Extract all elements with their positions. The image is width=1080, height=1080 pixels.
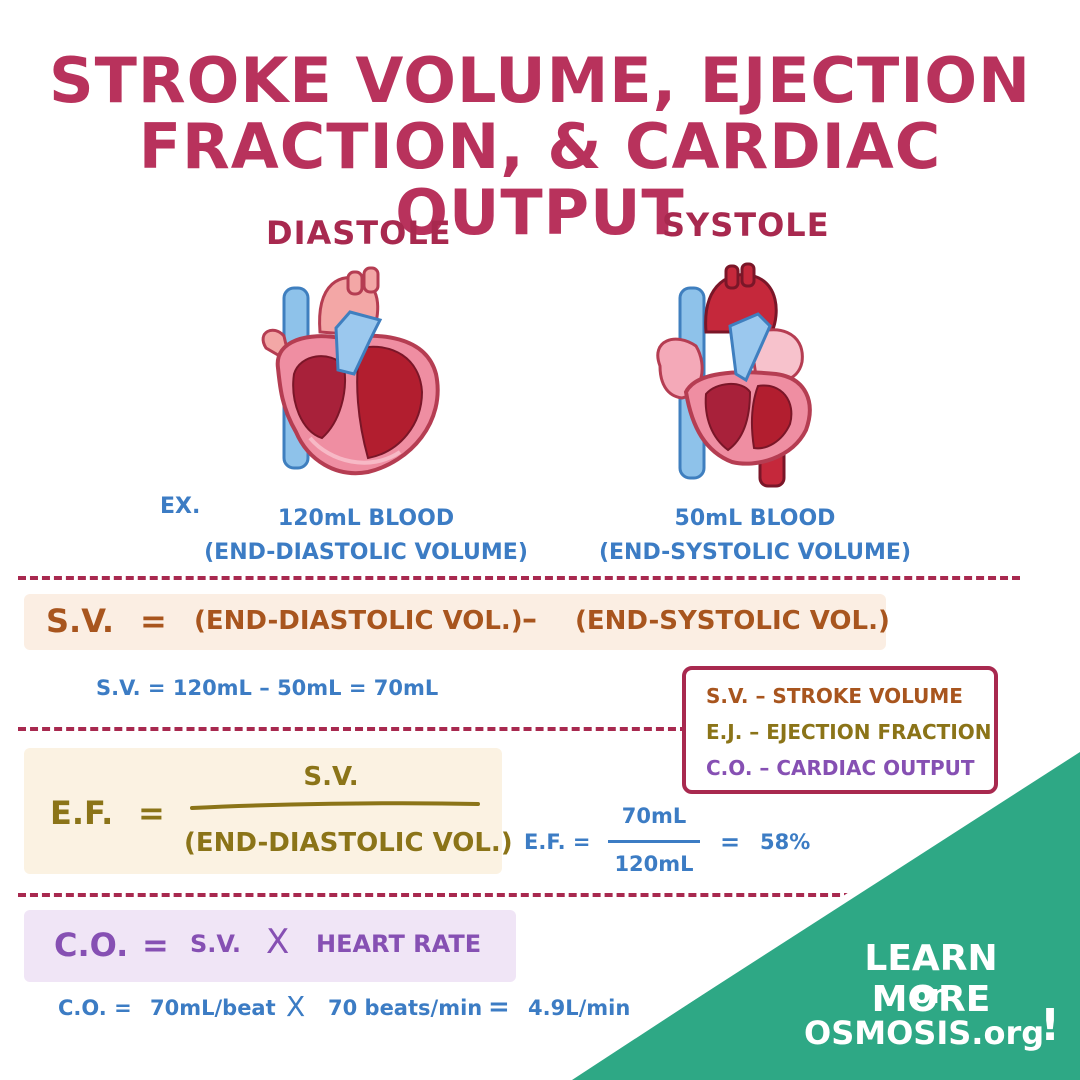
co-example-equals: = [488, 992, 510, 1022]
page-title-line-2: FRACTION, & CARDIAC OUTPUT [138, 110, 942, 249]
diastole-label: DIASTOLE [266, 214, 452, 252]
co-multiply: X [266, 922, 290, 962]
ef-numerator: S.V. [303, 762, 359, 792]
co-example-result: 4.9L/min [528, 996, 631, 1020]
sv-term-end-diastolic: (END-DIASTOLIC VOL.) [194, 606, 523, 636]
page-title-line-1: STROKE VOLUME, EJECTION [48, 44, 1032, 117]
diastole-volume: 120mL BLOOD [277, 506, 455, 531]
section-divider [18, 893, 864, 897]
co-lhs: C.O. [54, 926, 129, 964]
ef-lhs: E.F. [50, 794, 114, 832]
osmosis-brand-link[interactable]: OSMOSIS.org [804, 1014, 1045, 1052]
section-divider [18, 727, 688, 731]
ef-example-denominator: 120mL [614, 852, 694, 876]
cta-learn-more[interactable]: LEARN MORE [864, 938, 998, 1020]
co-example-b: 70 beats/min [328, 996, 483, 1020]
diastole-heart-illustration [261, 266, 440, 476]
ef-example-equals: = [720, 828, 741, 856]
section-divider [18, 576, 1020, 580]
ejection-fraction-formula-box [24, 748, 502, 874]
ef-fraction-bar [190, 801, 480, 810]
legend-ef: E.J. – EJECTION FRACTION [706, 720, 992, 744]
ef-example-lhs: E.F. = [524, 830, 591, 854]
legend-co: C.O. – CARDIAC OUTPUT [706, 756, 975, 780]
sv-minus: – [522, 602, 537, 637]
ef-example-result: 58% [760, 830, 811, 854]
diastole-volume-name: (END-DIASTOLIC VOLUME) [204, 540, 528, 565]
sv-example: S.V. = 120mL – 50mL = 70mL [96, 676, 439, 700]
systole-heart-illustration [656, 262, 812, 488]
cta-on: on [912, 980, 950, 1010]
ef-equals: = [138, 794, 165, 832]
co-example-multiply: X [286, 990, 306, 1023]
systole-label: SYSTOLE [662, 206, 830, 244]
systole-volume: 50mL BLOOD [674, 506, 836, 531]
sv-equals: = [140, 602, 167, 640]
stroke-volume-formula-box [24, 594, 886, 650]
cardiac-output-formula-box [24, 910, 516, 982]
co-example-a: 70mL/beat [150, 996, 276, 1020]
co-term-heart-rate: HEART RATE [316, 930, 482, 958]
example-label: EX. [160, 494, 201, 519]
co-equals: = [142, 926, 169, 964]
sv-lhs: S.V. [46, 602, 114, 640]
ef-example-numerator: 70mL [621, 804, 687, 828]
systole-volume-name: (END-SYSTOLIC VOLUME) [598, 540, 912, 565]
sv-term-end-systolic: (END-SYSTOLIC VOL.) [575, 606, 890, 636]
legend-sv: S.V. – STROKE VOLUME [706, 684, 963, 708]
ef-example-fraction-bar [608, 840, 700, 843]
co-example-lhs: C.O. = [58, 996, 132, 1020]
co-term-sv: S.V. [190, 930, 241, 958]
ef-denominator: (END-DIASTOLIC VOL.) [184, 828, 513, 858]
cta-exclamation: ! [1040, 1000, 1061, 1051]
abbreviation-legend: S.V. – STROKE VOLUME E.J. – EJECTION FRA… [682, 666, 998, 794]
